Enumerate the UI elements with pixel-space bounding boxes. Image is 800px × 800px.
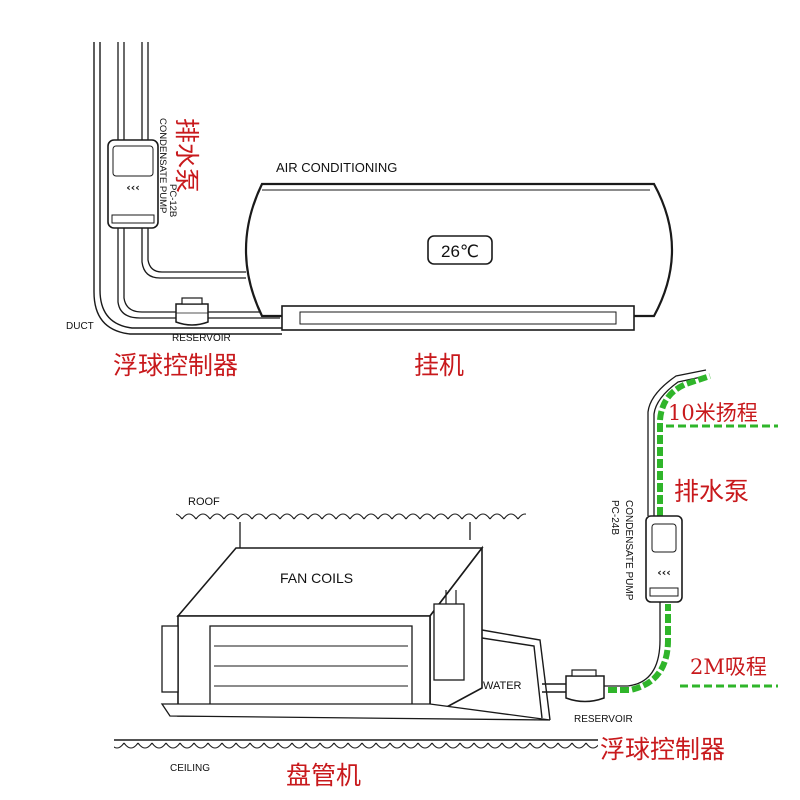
roof-label: ROOF — [188, 496, 220, 508]
duct-label: DUCT — [66, 321, 94, 332]
fan-coil-unit-cn-label: 盘管机 — [286, 761, 361, 790]
fan-coil-unit — [160, 545, 551, 721]
reservoir-bottom-label: RESERVOIR — [574, 714, 633, 725]
wall-unit-cn-label: 挂机 — [414, 351, 464, 380]
air-conditioner-unit: 26℃ — [244, 182, 673, 331]
condensate-pump-top-label: CONDENSATE PUMP — [157, 118, 168, 213]
water-label: WATER — [483, 680, 522, 692]
pump-model-top-label: PC-12B — [167, 184, 178, 217]
pump-model-bottom-label: PC-24B — [609, 500, 620, 535]
condensate-pump-top: ‹‹‹ — [107, 139, 159, 229]
roof — [176, 512, 526, 522]
duct — [93, 42, 282, 335]
pump-bottom-cn-label: 排水泵 — [674, 477, 749, 506]
top-diagram: ‹‹‹ 26℃ AIR CONDITIONING DUCT RESERVOIR … — [66, 42, 673, 380]
reservoir-top-label: RESERVOIR — [172, 333, 231, 344]
pump-chevrons-icon: ‹‹‹ — [657, 566, 671, 579]
condensate-pump-bottom-label: CONDENSATE PUMP — [623, 500, 634, 601]
lift-cn-label: 10米扬程 — [668, 401, 758, 425]
ceiling — [114, 739, 598, 751]
condensate-pump-bottom: ‹‹‹ — [645, 515, 683, 603]
water-drain-pipe — [481, 629, 566, 721]
pump-chevrons-icon: ‹‹‹ — [126, 181, 140, 194]
bottom-pipes — [604, 369, 707, 687]
green-pipe-lines — [608, 373, 711, 693]
fan-coils-label: FAN COILS — [280, 570, 353, 586]
unit-hangers — [239, 522, 471, 548]
level-markers — [666, 424, 778, 688]
ceiling-label: CEILING — [170, 763, 210, 774]
top-pipes — [117, 42, 280, 319]
reservoir-top — [175, 297, 209, 326]
air-conditioning-label: AIR CONDITIONING — [276, 160, 397, 175]
suction-cn-label: 2M吸程 — [690, 655, 767, 679]
reservoir-bottom — [565, 669, 605, 703]
float-controller-bottom-cn-label: 浮球控制器 — [600, 735, 725, 764]
bottom-diagram: ROOF CEILING FAN COILS — [114, 369, 778, 790]
temperature-display: 26℃ — [441, 242, 479, 261]
pump-top-cn-label: 排水泵 — [172, 118, 201, 193]
float-controller-top-cn-label: 浮球控制器 — [113, 351, 238, 380]
